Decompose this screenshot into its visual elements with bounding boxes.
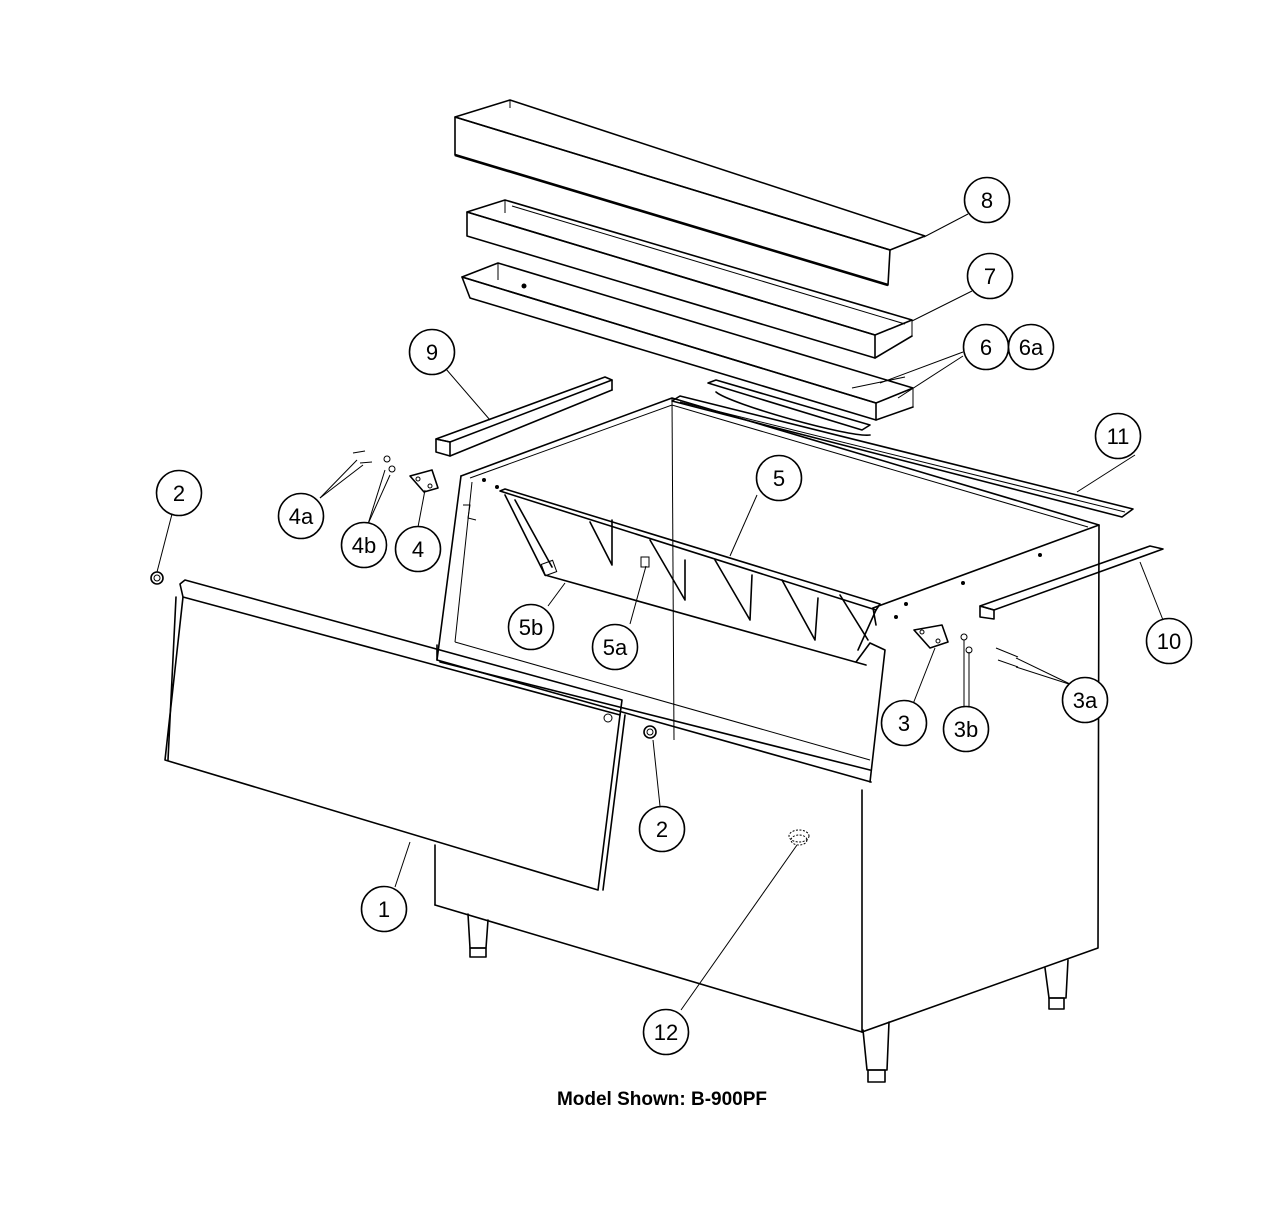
model-caption: Model Shown: B-900PF bbox=[557, 1089, 767, 1110]
callout-4: 4 bbox=[394, 525, 442, 573]
callout-circle bbox=[394, 525, 442, 573]
callout-3b: 3b bbox=[942, 705, 990, 753]
callout-label: 2 bbox=[173, 481, 185, 506]
callout-label: 10 bbox=[1157, 629, 1181, 654]
callout-5: 5 bbox=[755, 454, 803, 502]
callout-3a: 3a bbox=[1061, 676, 1109, 724]
part-1-door bbox=[164, 579, 626, 891]
callout-4a: 4a bbox=[277, 492, 325, 540]
callout-circle bbox=[340, 521, 388, 569]
callout-circle bbox=[755, 454, 803, 502]
callout-label: 3b bbox=[954, 717, 978, 742]
callout-circle bbox=[155, 469, 203, 517]
callout-circle bbox=[277, 492, 325, 540]
part-7-channel bbox=[466, 199, 913, 359]
part-4-hinge-left bbox=[352, 450, 439, 493]
callout-circle bbox=[1145, 617, 1193, 665]
callout-circle bbox=[942, 705, 990, 753]
callout-3: 3 bbox=[880, 699, 928, 747]
callout-label: 4 bbox=[412, 537, 424, 562]
part-6a-strip bbox=[707, 379, 871, 436]
part-10-trim bbox=[979, 545, 1164, 620]
callout-label: 1 bbox=[378, 897, 390, 922]
callout-circle bbox=[507, 603, 555, 651]
callout-4b: 4b bbox=[340, 521, 388, 569]
part-9-trim bbox=[435, 376, 613, 457]
callout-circle bbox=[1061, 676, 1109, 724]
callout-8: 8 bbox=[963, 176, 1011, 224]
callout-label: 6a bbox=[1019, 335, 1044, 360]
legs bbox=[467, 913, 1069, 1083]
callout-5a: 5a bbox=[591, 623, 639, 671]
callout-6: 6 bbox=[962, 323, 1010, 371]
callout-circle bbox=[408, 328, 456, 376]
callout-label: 5b bbox=[519, 615, 543, 640]
part-3-hinge-right bbox=[913, 624, 1019, 668]
callout-circle bbox=[966, 252, 1014, 300]
callout-label: 5a bbox=[603, 635, 628, 660]
callout-label: 3a bbox=[1073, 688, 1098, 713]
callout-9: 9 bbox=[408, 328, 456, 376]
part-12-drain bbox=[788, 829, 810, 846]
callout-12: 12 bbox=[642, 1008, 690, 1056]
callout-2a: 2 bbox=[155, 469, 203, 517]
part-6-trough bbox=[461, 262, 914, 421]
callout-circle bbox=[880, 699, 928, 747]
callout-label: 7 bbox=[984, 264, 996, 289]
callout-5b: 5b bbox=[507, 603, 555, 651]
callout-6a: 6a bbox=[1007, 323, 1055, 371]
part-2-bumpers bbox=[150, 571, 657, 739]
callout-circle bbox=[963, 176, 1011, 224]
callout-label: 11 bbox=[1107, 424, 1130, 449]
callout-1: 1 bbox=[360, 885, 408, 933]
callout-label: 6 bbox=[980, 335, 992, 360]
bin-body bbox=[434, 397, 1100, 1033]
callout-7: 7 bbox=[966, 252, 1014, 300]
callout-label: 2 bbox=[656, 817, 668, 842]
part-8-top-cover bbox=[454, 99, 926, 287]
part-5-baffle bbox=[499, 488, 881, 666]
callout-circle bbox=[1007, 323, 1055, 371]
callout-label: 4a bbox=[289, 504, 314, 529]
callout-label: 5 bbox=[773, 466, 785, 491]
leader-lines bbox=[156, 213, 1164, 1011]
callout-label: 8 bbox=[981, 188, 993, 213]
callout-2b: 2 bbox=[638, 805, 686, 853]
callout-circle bbox=[591, 623, 639, 671]
callout-circle bbox=[642, 1008, 690, 1056]
callout-label: 3 bbox=[898, 711, 910, 736]
callout-label: 9 bbox=[426, 340, 438, 365]
callout-11: 11 bbox=[1094, 412, 1142, 460]
callout-label: 12 bbox=[654, 1020, 678, 1045]
callout-10: 10 bbox=[1145, 617, 1193, 665]
callout-circle bbox=[1094, 412, 1142, 460]
callout-circle bbox=[360, 885, 408, 933]
part-11-trim bbox=[671, 395, 1134, 518]
callout-label: 4b bbox=[352, 533, 376, 558]
callout-circle bbox=[638, 805, 686, 853]
